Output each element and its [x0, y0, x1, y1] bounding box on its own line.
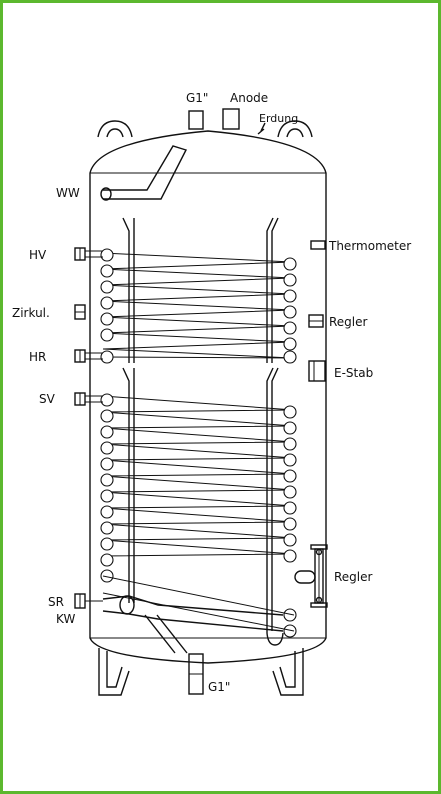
cold-water-pipe	[102, 595, 284, 654]
earth-connection	[257, 122, 266, 135]
circulation-label: Zirkul.	[12, 306, 50, 320]
hot-water-pipe	[100, 145, 188, 201]
right-sockets	[308, 240, 326, 382]
tank-shell	[89, 130, 327, 664]
upper-return-label: HR	[29, 350, 46, 364]
thermometer-label: Thermometer	[328, 239, 411, 253]
upper-heat-exchanger	[100, 217, 297, 364]
controller-flange	[294, 544, 328, 608]
solar-flow-label: SV	[39, 392, 56, 406]
lower-heat-exchanger	[100, 367, 297, 646]
upper-flow-label: HV	[29, 248, 47, 262]
tank-feet	[98, 648, 304, 696]
bottom-port-label: G1"	[208, 680, 230, 694]
anode-socket	[222, 108, 240, 130]
controller-lower-label: Regler	[334, 570, 373, 584]
top-port-label: G1"	[186, 91, 208, 105]
hot-water-label: WW	[56, 186, 80, 200]
lifting-lug-left	[97, 120, 133, 138]
left-sockets	[74, 247, 103, 609]
controller-upper-label: Regler	[329, 315, 368, 329]
anode-label: Anode	[230, 91, 268, 105]
earth-label: Erdung	[259, 112, 298, 125]
storage-tank-drawing: G1" Anode Erdung WW HV Zirkul. HR SV SR …	[12, 91, 411, 696]
solar-return-label: SR	[48, 595, 64, 609]
lifting-lug-right	[277, 120, 313, 138]
cold-water-label: KW	[56, 612, 75, 626]
heater-label: E-Stab	[334, 366, 373, 380]
top-port-socket	[188, 110, 204, 130]
